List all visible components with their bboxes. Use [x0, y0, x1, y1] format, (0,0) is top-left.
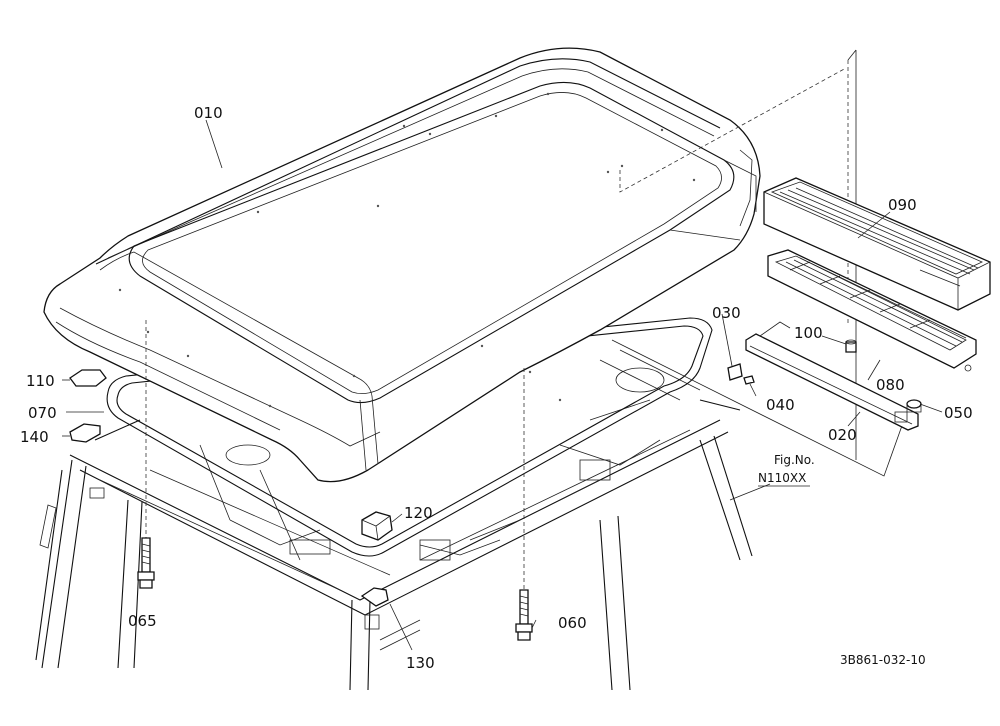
clip-030 [727, 363, 743, 381]
label-070: 070 [28, 404, 57, 422]
fig-no-value: N110XX [758, 471, 806, 485]
label-040: 040 [766, 396, 795, 414]
label-010: 010 [194, 104, 223, 122]
label-110: 110 [26, 372, 55, 390]
label-030: 030 [712, 304, 741, 322]
pad-120 [361, 511, 393, 541]
filter-tray-080 [767, 249, 977, 372]
screw-040 [743, 375, 755, 385]
figure-reference: Fig.No. N110XX [758, 453, 815, 487]
pad-140 [69, 423, 101, 443]
part-labels: 010 020 030 040 050 060 065 070 080 090 … [20, 104, 973, 672]
roof-gasket-070 [106, 317, 713, 557]
label-130: 130 [406, 654, 435, 672]
label-090: 090 [888, 196, 917, 214]
label-080: 080 [876, 376, 905, 394]
roof-panel-010 [43, 47, 761, 483]
pad-130 [360, 587, 389, 607]
drawing-code: 3B861-032-10 [840, 653, 926, 667]
label-020: 020 [828, 426, 857, 444]
bracket-020 [745, 321, 919, 431]
fig-no-label: Fig.No. [774, 453, 815, 467]
cab-frame [35, 349, 753, 691]
label-060: 060 [558, 614, 587, 632]
bolt-060 [515, 589, 533, 641]
label-050: 050 [944, 404, 973, 422]
label-100: 100 [794, 324, 823, 342]
label-065: 065 [128, 612, 157, 630]
filter-090 [763, 177, 991, 311]
nut-100 [845, 339, 857, 353]
leader-lines [62, 119, 961, 651]
pad-110 [69, 369, 107, 387]
label-140: 140 [20, 428, 49, 446]
label-120: 120 [404, 504, 433, 522]
bolt-065 [137, 537, 155, 589]
assembly-guide-lines [145, 49, 905, 590]
